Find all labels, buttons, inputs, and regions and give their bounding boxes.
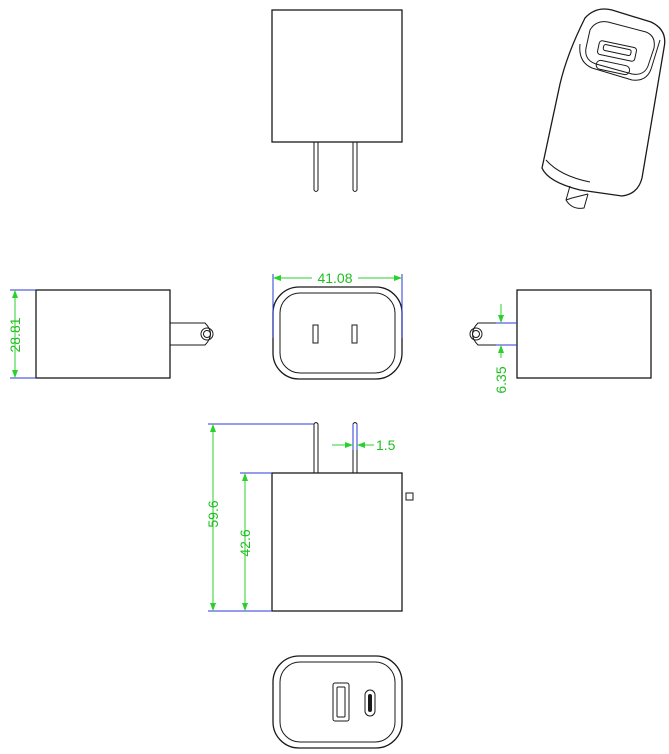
usb-a-port-iso — [597, 40, 637, 62]
iso-bottom-edge — [545, 159, 591, 183]
left-view-prong-hole-inner — [203, 330, 211, 338]
lower-view-body — [271, 472, 403, 612]
usb-a-port-inner — [336, 686, 346, 718]
front-view-prong-left — [313, 142, 319, 192]
iso-face-edge — [579, 39, 661, 81]
dim-body-height: 42.6 — [237, 529, 253, 556]
usb-c-port — [364, 689, 376, 717]
lower-view-prong-left — [313, 422, 319, 473]
iso-inner-face — [585, 21, 655, 75]
plug-face-inner — [279, 292, 396, 374]
prong-slot-right — [351, 324, 358, 344]
isometric-view — [541, 8, 666, 209]
usb-a-port-iso-inner — [602, 44, 632, 56]
left-side-view: 28.81 — [7, 289, 214, 379]
left-view-prong — [170, 322, 211, 346]
dim-height-side: 28.81 — [7, 317, 23, 352]
right-view-body — [516, 289, 652, 379]
right-view-prong-hole — [469, 327, 483, 341]
right-view-prong-hole-inner — [472, 330, 480, 338]
left-view-prong-hole — [200, 327, 214, 341]
front-view-body — [271, 9, 403, 143]
iso-prong-2 — [565, 193, 589, 201]
dim-prong-thickness: 1.5 — [376, 437, 396, 453]
center-plug-face-view: 41.08 — [272, 270, 403, 380]
right-side-view: 6.35 — [469, 289, 652, 394]
dim-total-height: 59.6 — [205, 500, 221, 527]
prong-slot-left — [312, 324, 319, 344]
lower-view-prong-right — [352, 422, 358, 473]
front-view-lower: 1.5 59.6 42.6 — [205, 422, 414, 612]
left-view-body — [35, 289, 171, 379]
usb-a-port — [332, 682, 350, 722]
plug-face-outer — [272, 286, 403, 380]
port-face-inner — [279, 661, 396, 743]
dim-width-top: 41.08 — [317, 270, 352, 286]
front-view-prong-right — [352, 142, 358, 192]
dim-prong-offset: 6.35 — [493, 366, 509, 393]
port-face-outer — [272, 655, 403, 749]
front-view-top — [271, 9, 403, 192]
port-face-view — [272, 655, 403, 749]
indicator-square — [405, 492, 414, 501]
usb-c-port-inner — [368, 694, 372, 712]
usb-c-port-iso — [595, 59, 631, 76]
iso-body-outline — [541, 8, 666, 197]
